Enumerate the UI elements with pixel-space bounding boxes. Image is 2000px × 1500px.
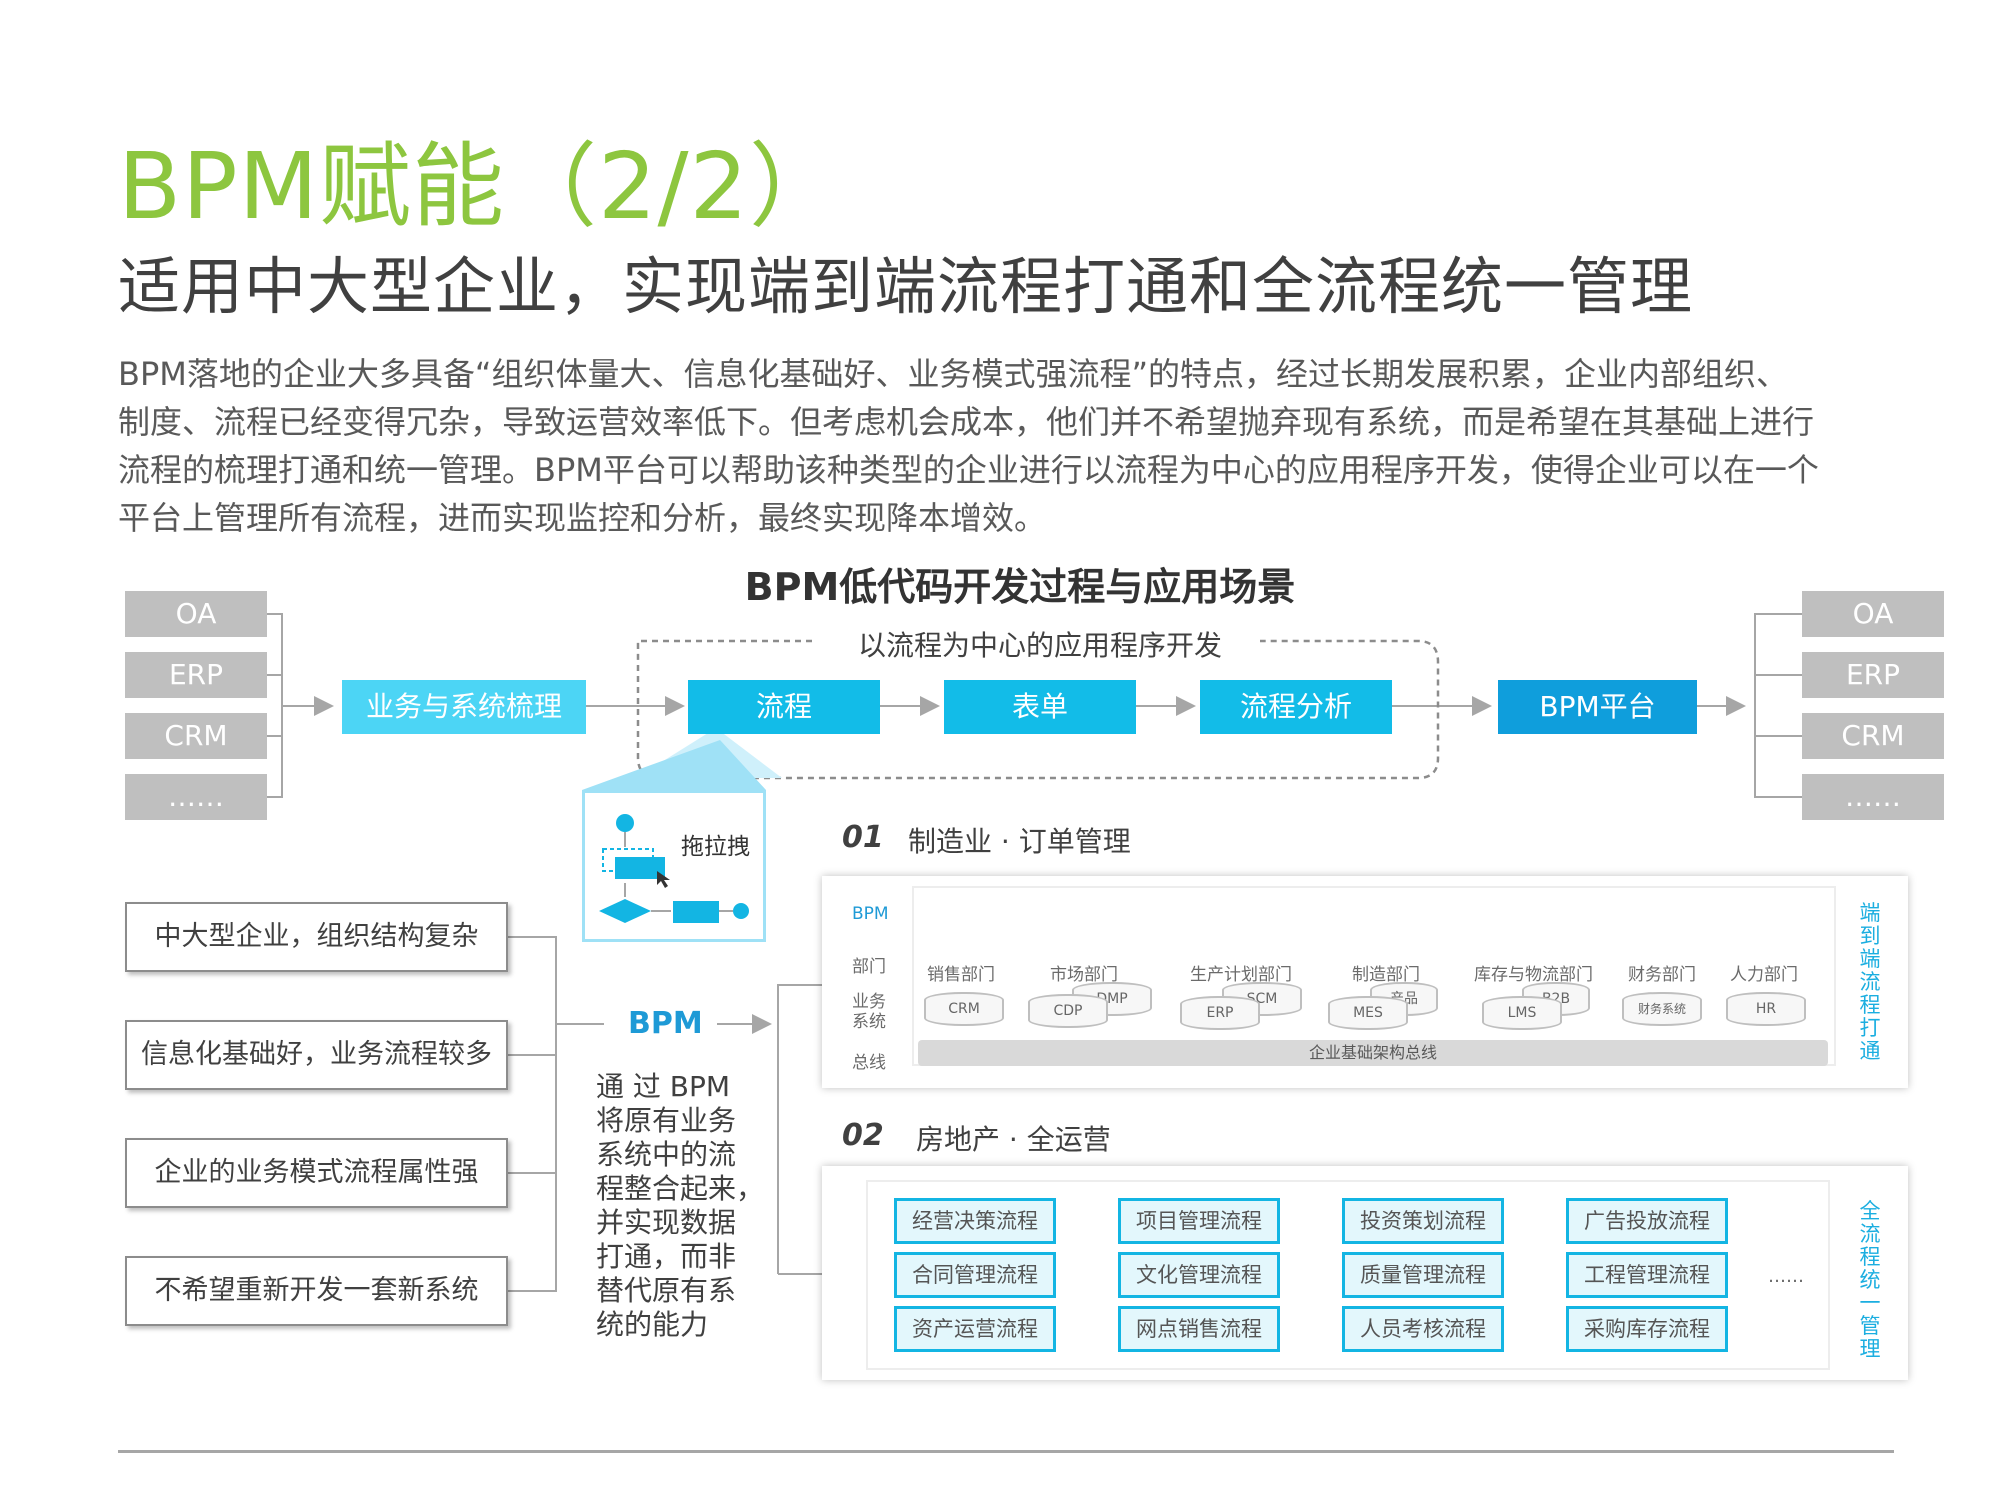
paragraph-line: BPM落地的企业大多具备“组织体量大、信息化基础好、业务模式强流程”的特点，经过… — [118, 355, 1789, 393]
case1-number: 01 — [842, 820, 884, 855]
desc-line: 打通，而非 — [596, 1240, 737, 1273]
feature-box-4: 不希望重新开发一套新系统 — [125, 1256, 508, 1326]
process-box: 质量管理流程 — [1342, 1252, 1504, 1298]
bpm-center-label: BPM — [628, 1006, 703, 1041]
flow-step-form: 表单 — [944, 680, 1136, 734]
intro-paragraph: BPM落地的企业大多具备“组织体量大、信息化基础好、业务模式强流程”的特点，经过… — [118, 350, 1918, 542]
right-system-erp: ERP — [1802, 652, 1944, 698]
page-subtitle: 适用中大型企业，实现端到端流程打通和全流程统一管理 — [118, 250, 1694, 323]
desc-line: 替代原有系 — [596, 1274, 737, 1307]
process-box: 广告投放流程 — [1566, 1198, 1728, 1244]
feature-box-2: 信息化基础好，业务流程较多 — [125, 1020, 508, 1090]
flow-step-analysis: 流程分析 — [1200, 680, 1392, 734]
dept-finance: 财务部门 — [1628, 965, 1696, 985]
case2-side-label: 全流程统一管理 — [1859, 1199, 1881, 1361]
process-box: 投资策划流程 — [1342, 1198, 1504, 1244]
page-title: BPM赋能（2/2） — [118, 133, 843, 240]
process-box: 工程管理流程 — [1566, 1252, 1728, 1298]
row-label-bus: 总线 — [852, 1053, 886, 1073]
case2-panel: 经营决策流程 合同管理流程 资产运营流程 项目管理流程 文化管理流程 网点销售流… — [822, 1166, 1908, 1380]
flow-start-box: 业务与系统梳理 — [342, 680, 586, 734]
system-cdp: CDP — [1028, 994, 1108, 1028]
process-box: 项目管理流程 — [1118, 1198, 1280, 1244]
more-processes: …… — [1768, 1266, 1804, 1287]
case1-panel: BPM 部门 业务系统 总线 销售部门 市场部门 生产计划部门 制造部门 库存与… — [822, 876, 1908, 1088]
system-lms: LMS — [1482, 996, 1562, 1030]
process-box: 经营决策流程 — [894, 1198, 1056, 1244]
flow-step-process: 流程 — [688, 680, 880, 734]
row-label-biz: 业务系统 — [852, 992, 886, 1032]
dept-marketing: 市场部门 — [1050, 965, 1118, 985]
desc-line: 并实现数据 — [596, 1206, 737, 1239]
left-system-more: …… — [125, 774, 267, 820]
process-box: 人员考核流程 — [1342, 1306, 1504, 1352]
system-finance: 财务系统 — [1622, 992, 1702, 1026]
enterprise-bus-bar: 企业基础架构总线 — [918, 1040, 1828, 1066]
process-box: 采购库存流程 — [1566, 1306, 1728, 1352]
diagram-title: BPM低代码开发过程与应用场景 — [744, 565, 1296, 609]
flow-group-label: 以流程为中心的应用程序开发 — [820, 624, 1260, 664]
case2-title: 房地产 · 全运营 — [916, 1123, 1111, 1156]
system-erp: ERP — [1180, 996, 1260, 1030]
row-label-dept: 部门 — [852, 957, 886, 977]
left-system-erp: ERP — [125, 652, 267, 698]
drag-drop-icon — [599, 814, 749, 923]
footer-divider — [118, 1450, 1894, 1453]
desc-line: 统的能力 — [596, 1308, 709, 1341]
desc-line: 通 过 BPM — [596, 1070, 731, 1103]
paragraph-line: 制度、流程已经变得冗杂，导致运营效率低下。但考虑机会成本，他们并不希望抛弃现有系… — [118, 403, 1815, 441]
case1-side-label: 端到端流程打通 — [1859, 901, 1881, 1063]
process-box: 资产运营流程 — [894, 1306, 1056, 1352]
process-box: 网点销售流程 — [1118, 1306, 1280, 1352]
drag-drop-label: 拖拉拽 — [681, 834, 750, 860]
bpm-platform-box: BPM平台 — [1498, 680, 1697, 734]
row-label-bpm: BPM — [852, 904, 889, 924]
case1-title: 制造业 · 订单管理 — [908, 825, 1131, 858]
desc-line: 将原有业务 — [596, 1104, 737, 1137]
process-box: 文化管理流程 — [1118, 1252, 1280, 1298]
drag-drop-callout: 拖拉拽 — [582, 790, 766, 942]
dept-sales: 销售部门 — [927, 965, 995, 985]
feature-box-1: 中大型企业，组织结构复杂 — [125, 902, 508, 972]
dept-logistics: 库存与物流部门 — [1474, 965, 1593, 985]
paragraph-line: 平台上管理所有流程，进而实现监控和分析，最终实现降本增效。 — [118, 499, 1047, 537]
system-mes: MES — [1328, 996, 1408, 1030]
dept-planning: 生产计划部门 — [1190, 965, 1292, 985]
bpm-description: 通 过 BPM 将原有业务 系统中的流 程整合起来， 并实现数据 打通，而非 替… — [596, 1070, 765, 1342]
left-system-oa: OA — [125, 591, 267, 637]
paragraph-line: 流程的梳理打通和统一管理。BPM平台可以帮助该种类型的企业进行以流程为中心的应用… — [118, 451, 1819, 489]
desc-line: 程整合起来， — [596, 1172, 765, 1205]
system-hr: HR — [1726, 992, 1806, 1026]
case2-number: 02 — [842, 1118, 884, 1153]
right-system-oa: OA — [1802, 591, 1944, 637]
dept-hr: 人力部门 — [1730, 965, 1798, 985]
desc-line: 系统中的流 — [596, 1138, 737, 1171]
process-box: 合同管理流程 — [894, 1252, 1056, 1298]
feature-box-3: 企业的业务模式流程属性强 — [125, 1138, 508, 1208]
right-system-more: …… — [1802, 774, 1944, 820]
dept-manufacturing: 制造部门 — [1352, 965, 1420, 985]
system-crm: CRM — [924, 992, 1004, 1026]
right-system-crm: CRM — [1802, 713, 1944, 759]
left-system-crm: CRM — [125, 713, 267, 759]
